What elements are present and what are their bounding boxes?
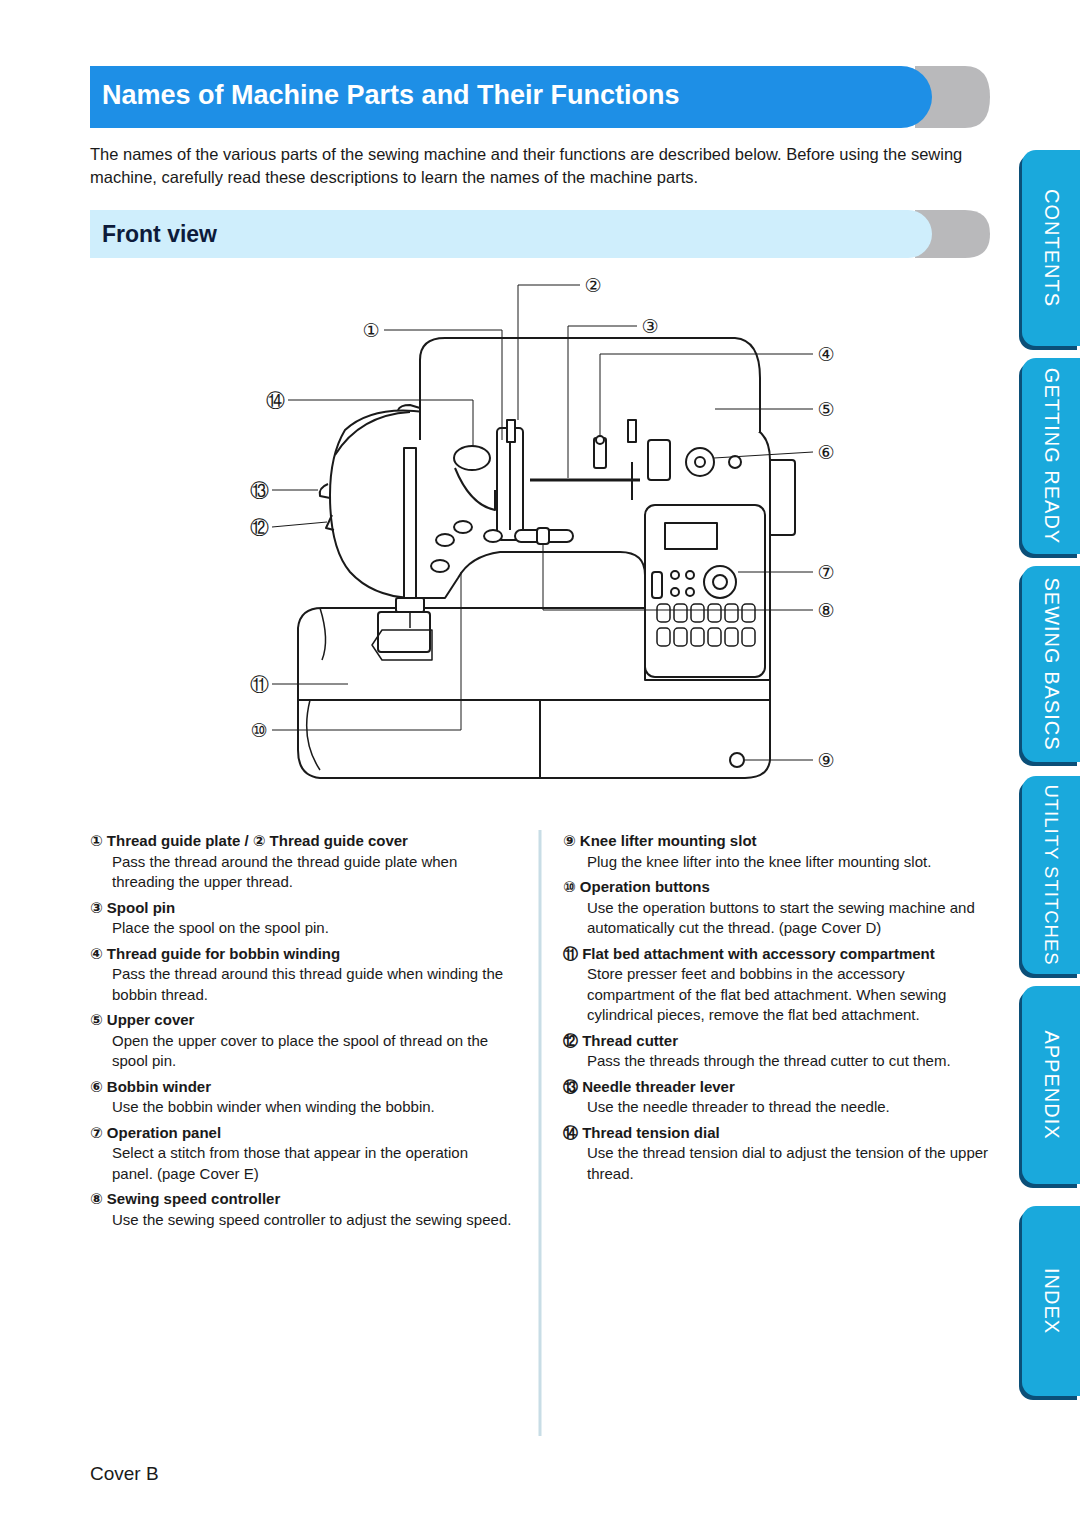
callout-number: ⑭ xyxy=(263,388,287,412)
part-description: Pass the thread around the thread guide … xyxy=(112,852,512,893)
panel-key xyxy=(725,628,738,646)
bed xyxy=(298,608,770,778)
tab-label: CONTENTS xyxy=(1040,189,1063,307)
panel-key xyxy=(742,628,755,646)
callout-number: ⑨ xyxy=(814,748,838,772)
callout-number: ⑤ xyxy=(814,397,838,421)
tension-dial xyxy=(454,446,490,470)
column-divider xyxy=(539,830,542,1436)
chapter-tab: GETTING READY xyxy=(1022,358,1080,554)
knee-lifter-slot xyxy=(730,753,744,767)
sewing-machine xyxy=(298,338,795,778)
page-number: Cover B xyxy=(90,1463,159,1485)
chapter-tab: SEWING BASICS xyxy=(1022,566,1080,762)
callout-number: ⑬ xyxy=(247,478,271,502)
callout-number: ⑧ xyxy=(814,598,838,622)
callout-number: ① xyxy=(359,318,383,342)
bobbin-winder xyxy=(686,448,714,476)
panel-key xyxy=(742,604,755,622)
part-name: ⑤ Upper cover xyxy=(90,1010,530,1031)
thread-cutter xyxy=(326,515,334,530)
callout-number: ③ xyxy=(638,314,662,338)
part-description: Use the sewing speed controller to adjus… xyxy=(112,1210,512,1231)
tab-label: APPENDIX xyxy=(1040,1030,1063,1139)
part-name: ⑥ Bobbin winder xyxy=(90,1077,530,1098)
part-name: ⑦ Operation panel xyxy=(90,1123,530,1144)
callout-number: ⑩ xyxy=(247,718,271,742)
needle-threader xyxy=(320,484,330,498)
callout-number: ⑫ xyxy=(247,515,271,539)
part-name: ① Thread guide plate / ② Thread guide co… xyxy=(90,831,530,852)
section-heading: Front view xyxy=(102,221,217,248)
part-description: Use the bobbin winder when winding the b… xyxy=(112,1097,512,1118)
panel-key xyxy=(691,604,704,622)
operation-button xyxy=(436,534,454,546)
callout-number: ⑪ xyxy=(247,672,271,696)
part-name: ⑧ Sewing speed controller xyxy=(90,1189,530,1210)
thread-guide-plate xyxy=(497,428,523,540)
part-name: ⑩ Operation buttons xyxy=(563,877,1003,898)
part-description: Place the spool on the spool pin. xyxy=(112,918,512,939)
lcd xyxy=(665,523,717,549)
panel-key xyxy=(708,628,721,646)
title-bar: Names of Machine Parts and Their Functio… xyxy=(90,66,932,128)
arm xyxy=(330,410,770,680)
panel-key xyxy=(674,604,687,622)
callout-number: ⑥ xyxy=(814,440,838,464)
spool-pin xyxy=(530,479,640,482)
chapter-tab: APPENDIX xyxy=(1022,986,1080,1184)
tab-label: GETTING READY xyxy=(1040,368,1063,544)
panel-key xyxy=(708,604,721,622)
intro-text: The names of the various parts of the se… xyxy=(90,143,995,189)
upper-cover xyxy=(420,338,760,440)
panel-key xyxy=(657,628,670,646)
panel-key xyxy=(674,628,687,646)
needle-plate xyxy=(378,612,430,652)
part-name: ⑫ Thread cutter xyxy=(563,1031,1003,1052)
part-description: Select a stitch from those that appear i… xyxy=(112,1143,512,1184)
tab-label: INDEX xyxy=(1040,1268,1063,1334)
part-name: ⑭ Thread tension dial xyxy=(563,1123,1003,1144)
chapter-tab: INDEX xyxy=(1022,1206,1080,1396)
section-band: Front view xyxy=(90,210,932,258)
needle-bar xyxy=(404,448,416,608)
leader-lines xyxy=(272,285,813,760)
part-name: ⑪ Flat bed attachment with accessory com… xyxy=(563,944,1003,965)
part-description: Use the operation buttons to start the s… xyxy=(587,898,992,939)
panel-key xyxy=(657,604,670,622)
tab-label: SEWING BASICS xyxy=(1040,577,1063,750)
part-description: Use the needle threader to thread the ne… xyxy=(587,1097,992,1118)
tab-label: UTILITY STITCHES xyxy=(1040,784,1062,965)
panel-key xyxy=(725,604,738,622)
part-description: Use the thread tension dial to adjust th… xyxy=(587,1143,992,1184)
page-title: Names of Machine Parts and Their Functio… xyxy=(90,66,932,111)
part-description: Pass the thread around this thread guide… xyxy=(112,964,512,1005)
panel-key xyxy=(691,628,704,646)
callout-number: ⑦ xyxy=(814,560,838,584)
part-name: ③ Spool pin xyxy=(90,898,530,919)
part-description: Pass the threads through the thread cutt… xyxy=(587,1051,992,1072)
part-description: Open the upper cover to place the spool … xyxy=(112,1031,512,1072)
part-name: ⑨ Knee lifter mounting slot xyxy=(563,831,1003,852)
part-description: Plug the knee lifter into the knee lifte… xyxy=(587,852,992,873)
callout-number: ④ xyxy=(814,342,838,366)
callout-number: ② xyxy=(581,273,605,297)
part-description: Store presser feet and bobbins in the ac… xyxy=(587,964,992,1026)
operation-panel xyxy=(645,505,765,677)
chapter-tab: CONTENTS xyxy=(1022,150,1080,346)
part-name: ⑬ Needle threader lever xyxy=(563,1077,1003,1098)
part-name: ④ Thread guide for bobbin winding xyxy=(90,944,530,965)
chapter-tab: UTILITY STITCHES xyxy=(1022,776,1080,974)
